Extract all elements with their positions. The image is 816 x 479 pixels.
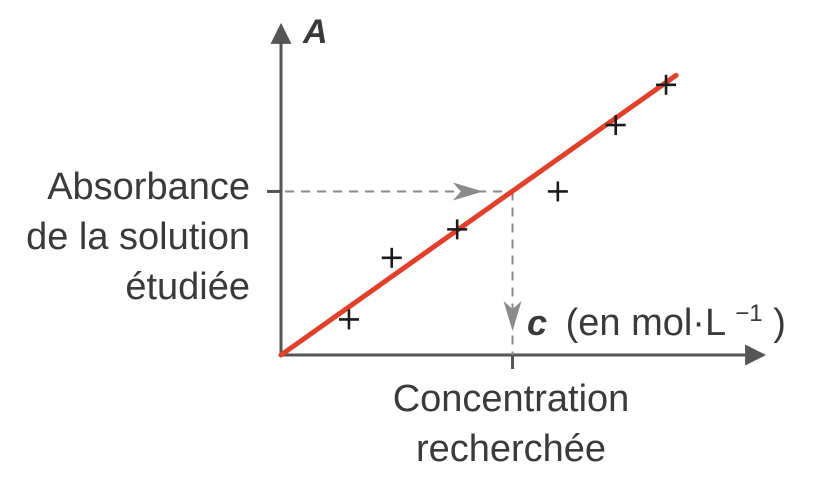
annotation-y-line-3: étudiée xyxy=(125,266,250,308)
annotation-x-line-2: recherchée xyxy=(416,428,606,470)
annotation-y-line-1: Absorbance xyxy=(47,166,250,208)
data-point-1 xyxy=(338,309,359,330)
x-axis-unit: (en mol·L xyxy=(566,302,725,344)
data-point-2 xyxy=(381,247,402,268)
data-point-5 xyxy=(605,115,626,136)
data-points xyxy=(338,74,677,330)
x-axis-label: c (en mol·L −1 ) xyxy=(527,288,786,344)
data-point-3 xyxy=(447,219,468,240)
annotation-y-line-2: de la solution xyxy=(26,216,250,258)
x-axis-symbol: c xyxy=(527,302,547,343)
x-axis-unit-exponent: −1 xyxy=(735,300,762,327)
x-axis-unit-close: ) xyxy=(773,302,786,344)
data-point-6 xyxy=(656,74,677,95)
y-axis-label: A xyxy=(302,13,328,51)
calibration-fit-line xyxy=(278,72,679,358)
data-point-4 xyxy=(547,181,568,202)
right-arrow-icon xyxy=(452,182,483,201)
annotation-x-line-1: Concentration xyxy=(393,378,630,420)
down-arrow-icon xyxy=(503,301,522,332)
